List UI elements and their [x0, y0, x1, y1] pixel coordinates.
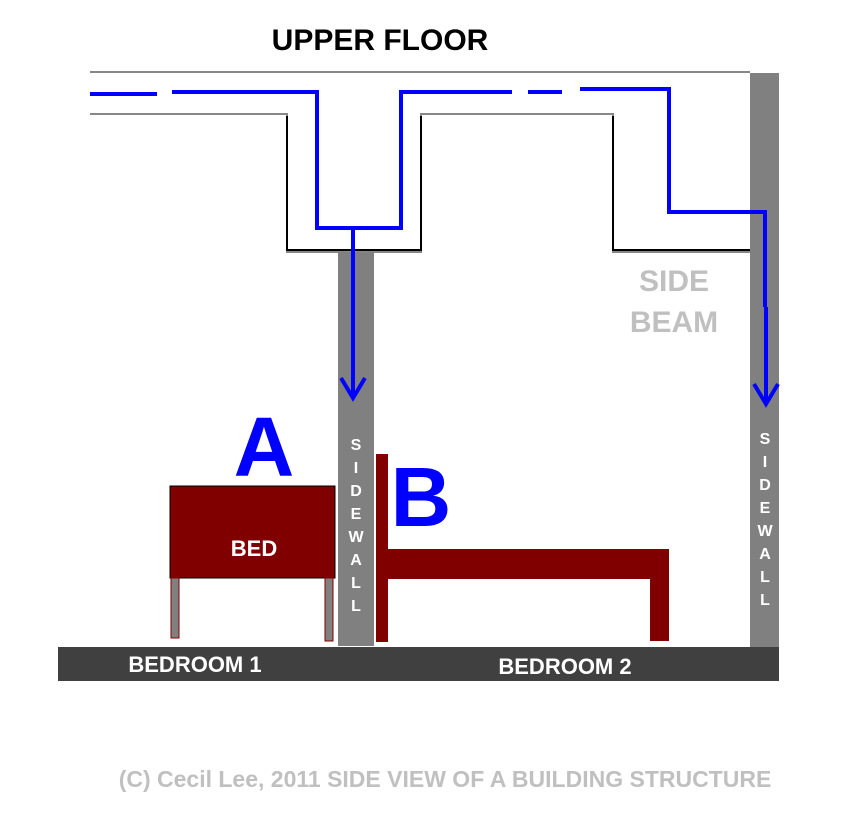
arrowhead-left-icon: [339, 376, 367, 402]
sidewall-right-letter: E: [760, 500, 771, 517]
load-path-right-route: [580, 87, 767, 307]
sidewall-right-label: S I D E W A L L: [757, 431, 773, 609]
load-path: [90, 87, 768, 400]
sidewall-left-letter: D: [350, 483, 362, 500]
load-path-left-route: [172, 90, 353, 230]
sidewall-right-letter: D: [759, 477, 771, 494]
label-a: A: [234, 400, 295, 494]
bed-2-leg: [650, 579, 669, 641]
sidewall-left-letter: S: [351, 437, 362, 454]
sidewall-right-letter: L: [760, 592, 770, 609]
sidewall-left-letter: W: [348, 529, 364, 546]
side-beam-label-line1: SIDE: [639, 265, 709, 298]
footer-caption: (C) Cecil Lee, 2011 SIDE VIEW OF A BUILD…: [119, 766, 772, 792]
label-b: B: [391, 450, 452, 544]
side-beam-label-line2: BEAM: [630, 306, 718, 339]
bed-label: BED: [231, 536, 277, 561]
bed-2-headboard: [376, 454, 388, 642]
sidewall-right-letter: W: [757, 523, 773, 540]
sidewall-right-letter: I: [763, 454, 767, 471]
load-path-center-route: [353, 90, 512, 230]
bed-1-leg-left: [170, 577, 180, 639]
bed-1-frame: [169, 485, 336, 579]
upper-floor-label: UPPER FLOOR: [272, 24, 489, 57]
bedroom-2-label: BEDROOM 2: [498, 654, 631, 679]
ground-floor-slab: [58, 647, 779, 681]
bedroom-1-label: BEDROOM 1: [128, 652, 261, 677]
sidewall-right-letter: S: [760, 431, 771, 448]
bed-1-leg-right: [324, 577, 334, 642]
sidewall-right-letter: L: [760, 569, 770, 586]
sidewall-right-letter: A: [759, 546, 771, 563]
arrowhead-right-icon: [752, 382, 780, 408]
sidewall-left-letter: A: [350, 552, 362, 569]
side-beam-outline-black: [612, 116, 750, 251]
sidewall-left-letter: L: [351, 598, 361, 615]
sidewall-left-letter: E: [351, 506, 362, 523]
sidewall-left-label: S I D E W A L L: [348, 437, 364, 615]
bed-2-frame: [388, 549, 669, 579]
sidewall-left: [338, 252, 374, 646]
sidewall-left-letter: I: [354, 460, 358, 477]
sidewall-left-letter: L: [351, 575, 361, 592]
